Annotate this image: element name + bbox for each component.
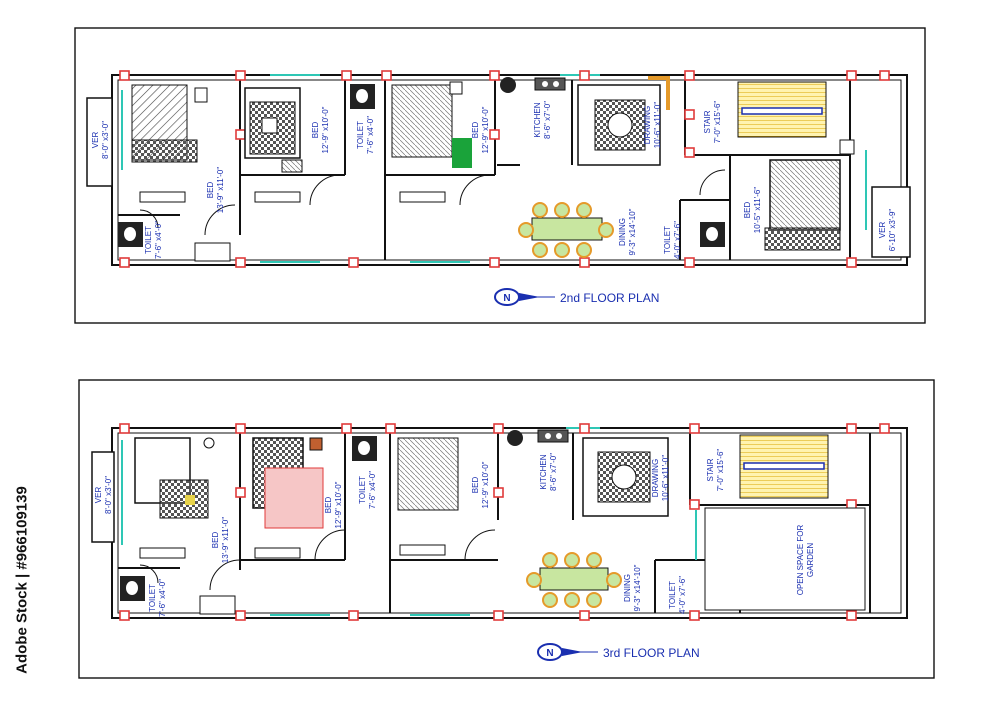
label-ver-right: VER	[878, 222, 887, 239]
garden-area	[704, 507, 866, 611]
plan-frame	[74, 27, 926, 324]
label-ver-left: VER	[91, 132, 100, 149]
label-ver-right-dim: 6'-10" x3'-9"	[888, 209, 897, 252]
label-bed-4: BED	[743, 202, 752, 219]
label-kitchen-dim: 8'-6" x7'-0"	[549, 453, 558, 491]
drawing-furniture	[577, 76, 670, 166]
label-kitchen-dim: 8'-6" x7'-0"	[543, 101, 552, 139]
doors	[139, 169, 726, 236]
room-labels: VER 8'-0" x3'-0" BED 13'-9" x11'-0" TOIL…	[91, 101, 897, 259]
toilet-2-fixture	[352, 436, 377, 461]
label-stair: STAIR	[703, 110, 712, 133]
room-labels: VER 8'-0" x3'-0" BED 13'-9" x11'-0" TOIL…	[94, 449, 815, 617]
label-bed-1-dim: 13'-9" x11'-0"	[216, 167, 225, 214]
label-toilet-1-dim: 7'-6" x4'-0"	[158, 579, 167, 617]
label-dining-dim: 9'-3" x14'-10"	[628, 208, 637, 255]
label-dining: DINING	[623, 574, 632, 602]
label-kitchen: KITCHEN	[533, 102, 542, 137]
label-drawing: DRAWING	[643, 106, 652, 144]
label-ver-left: VER	[94, 487, 103, 504]
label-stair: STAIR	[706, 458, 715, 481]
label-bed-3: BED	[471, 477, 480, 494]
plan-3rd-floor: VER 8'-0" x3'-0" BED 13'-9" x11'-0" TOIL…	[78, 379, 935, 679]
label-bed-1-dim: 13'-9" x11'-0"	[221, 517, 230, 564]
label-stair-dim: 7'-0" x15'-6"	[713, 101, 722, 144]
label-garden-2: GARDEN	[806, 543, 815, 577]
label-stair-dim: 7'-0" x15'-6"	[716, 449, 725, 492]
label-toilet-3: TOILET	[668, 581, 677, 609]
toilet-1-fixture	[120, 576, 236, 615]
walls	[111, 74, 908, 266]
bed-1-furniture	[131, 84, 208, 203]
label-toilet-1: TOILET	[148, 584, 157, 612]
plan-title-text: 3rd FLOOR PLAN	[603, 646, 700, 660]
label-garden: OPEN SPACE FOR	[796, 525, 805, 596]
columns	[119, 423, 890, 621]
label-bed-3: BED	[471, 122, 480, 139]
toilet-1-fixture	[118, 222, 231, 262]
north-label: N	[503, 293, 510, 304]
label-toilet-2-dim: 7'-6" x4'-0"	[366, 116, 375, 154]
kitchen-fixtures	[507, 429, 569, 446]
plan-title: N 3rd FLOOR PLAN	[537, 643, 700, 661]
dining-furniture	[518, 202, 614, 258]
drawing-furniture	[582, 437, 669, 517]
verandah-left	[91, 451, 115, 543]
north-label: N	[546, 648, 553, 659]
label-bed-2: BED	[311, 122, 320, 139]
verandah-left	[86, 97, 113, 187]
label-ver-left-dim: 8'-0" x3'-0"	[104, 476, 113, 514]
label-toilet-3: TOILET	[663, 226, 672, 254]
stair-flight	[737, 81, 827, 138]
bed-3-furniture	[391, 81, 472, 203]
label-dining-dim: 9'-3" x14'-10"	[633, 564, 642, 611]
label-bed-2-dim: 12'-9" x10'-0"	[321, 106, 330, 153]
label-bed-4-dim: 10'-5" x11'-6"	[753, 187, 762, 234]
walls	[111, 427, 908, 619]
stair-flight	[739, 434, 829, 499]
toilet-3-fixture	[700, 222, 725, 247]
dining-furniture	[526, 552, 622, 608]
label-bed-3-dim: 12'-9" x10'-0"	[481, 461, 490, 508]
label-toilet-1: TOILET	[144, 226, 153, 254]
bed-2-furniture	[244, 87, 303, 203]
label-bed-1: BED	[206, 182, 215, 199]
plan-2nd-floor: VER 8'-0" x3'-0" BED 13'-9" x11'-0" TOIL…	[74, 27, 926, 324]
verandah-right	[871, 186, 911, 258]
label-toilet-2: TOILET	[358, 476, 367, 504]
label-bed-3-dim: 12'-9" x10'-0"	[481, 106, 490, 153]
stock-id-text: Adobe Stock | #966109139	[13, 486, 31, 674]
label-dining: DINING	[618, 218, 627, 246]
plan-title-text: 2nd FLOOR PLAN	[560, 291, 659, 305]
bed-4-furniture	[764, 139, 855, 251]
bed-1-furniture	[134, 437, 215, 559]
label-toilet-1-dim: 7'-6" x4'-0"	[154, 221, 163, 259]
label-drawing-dim: 10'-6" x11'-0"	[653, 102, 662, 149]
label-toilet-3-dim: 4'-0" x7'-6"	[678, 576, 687, 614]
label-toilet-3-dim: 4'-0" x7'-6"	[673, 221, 682, 259]
windows	[121, 74, 867, 263]
stock-id-watermark: Adobe Stock | #966109139	[2, 470, 42, 690]
label-drawing: DRAWING	[651, 459, 660, 497]
plan-frame	[78, 379, 935, 679]
windows	[121, 427, 697, 616]
bed-2-furniture	[252, 437, 324, 559]
label-toilet-2-dim: 7'-6" x4'-0"	[368, 471, 377, 509]
label-bed-2: BED	[324, 497, 333, 514]
kitchen-fixtures	[500, 77, 566, 93]
label-ver-left-dim: 8'-0" x3'-0"	[101, 121, 110, 159]
label-kitchen: KITCHEN	[539, 454, 548, 489]
plan-title: N 2nd FLOOR PLAN	[494, 288, 659, 306]
label-drawing-dim: 10'-6" x11'-0"	[661, 455, 670, 502]
doors	[139, 529, 496, 591]
toilet-2-fixture	[350, 84, 375, 109]
columns	[119, 70, 890, 268]
label-toilet-2: TOILET	[356, 121, 365, 149]
bed-3-furniture	[397, 437, 459, 556]
label-bed-2-dim: 12'-9" x10'-0"	[334, 481, 343, 528]
label-bed-1: BED	[211, 532, 220, 549]
